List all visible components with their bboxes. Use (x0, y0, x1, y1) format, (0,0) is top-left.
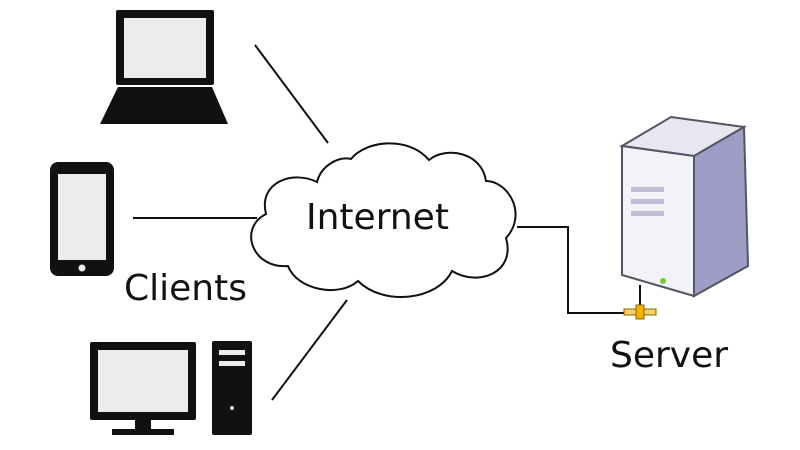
server-led (660, 278, 666, 284)
server-drive-bay-2 (631, 199, 664, 204)
internet-label: Internet (306, 197, 449, 238)
desktop-computer-icon (90, 341, 252, 435)
server-icon (619, 115, 750, 298)
server-connection-line (517, 226, 624, 314)
desktop-connection-line (271, 299, 348, 401)
phone-icon (50, 162, 114, 276)
connections (133, 44, 624, 401)
server-drive-bay-3 (631, 211, 664, 216)
laptop-icon (100, 10, 228, 124)
server-label: Server (610, 335, 729, 376)
cloud-icon (250, 142, 517, 298)
network-connector-icon (623, 285, 657, 320)
clients-label: Clients (124, 268, 247, 309)
laptop-connection-line (254, 44, 329, 144)
server-drive-bay-1 (631, 187, 664, 192)
